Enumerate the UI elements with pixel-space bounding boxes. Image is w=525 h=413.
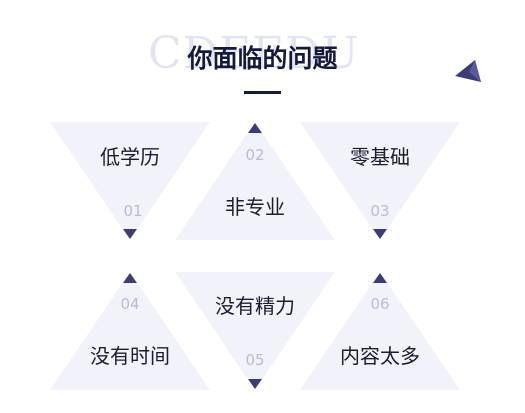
arrow-down-icon-03: [373, 229, 387, 239]
arrow-down-icon-05: [248, 379, 262, 389]
problem-number-06: 06: [370, 295, 390, 313]
triangle-card-03: [300, 122, 460, 240]
triangle-card-01: [50, 122, 210, 240]
problem-number-04: 04: [120, 295, 140, 313]
problem-number-01: 01: [123, 202, 143, 220]
problem-label-02: 非专业: [225, 195, 285, 219]
title-underline: [244, 91, 281, 94]
triangle-card-02: [175, 122, 335, 240]
problem-number-03: 03: [370, 202, 390, 220]
arrow-up-icon-04: [123, 273, 137, 283]
section-title: 你面临的问题: [187, 44, 338, 73]
problem-label-06: 内容太多: [340, 344, 420, 368]
problem-label-01: 低学历: [100, 145, 160, 169]
triangle-card-05: [175, 272, 335, 390]
arrow-down-icon-01: [123, 229, 137, 239]
arrow-up-icon-06: [373, 273, 387, 283]
arrow-up-icon-02: [248, 123, 262, 133]
watermark-text: CDEEDU: [148, 30, 360, 78]
triangle-card-06: [300, 272, 460, 390]
problem-label-04: 没有时间: [90, 344, 170, 368]
problem-number-05: 05: [245, 351, 265, 369]
problem-label-05: 没有精力: [215, 294, 295, 318]
problem-number-02: 02: [245, 146, 265, 164]
triangle-card-04: [50, 272, 210, 390]
corner-triangle-icon: [455, 60, 481, 82]
problem-label-03: 零基础: [350, 145, 410, 169]
